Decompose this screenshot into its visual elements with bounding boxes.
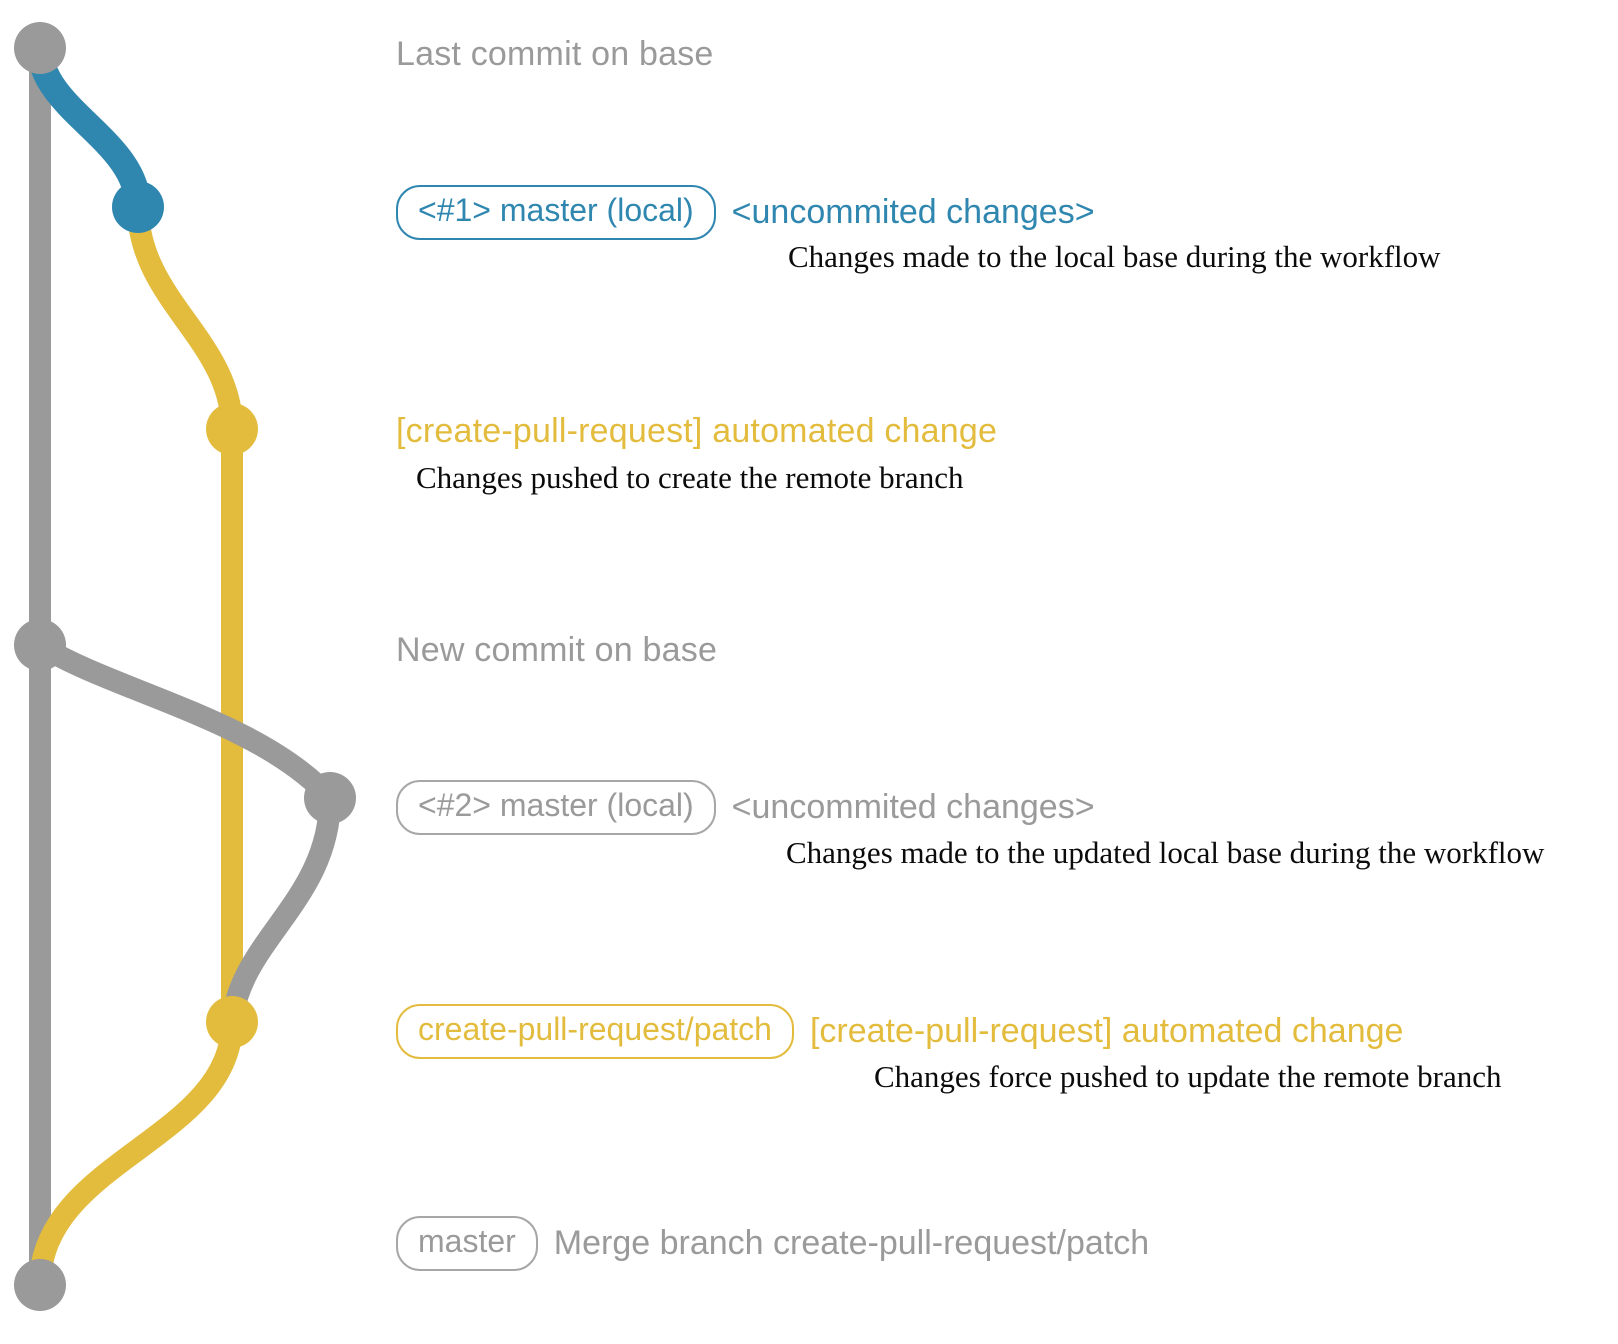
commit-subject-master-merge: Merge branch create-pull-request/patch	[553, 1223, 1150, 1262]
row-new-commit-on-base: New commit on base	[396, 631, 717, 670]
commit-subject-patch-branch: [create-pull-request] automated change	[809, 1011, 1404, 1050]
ref-badge-master-local-2[interactable]: <#2> master (local)	[396, 780, 716, 835]
commit-description-patch-branch: Changes force pushed to update the remot…	[874, 1059, 1502, 1094]
ref-badge-master-local-1[interactable]: <#1> master (local)	[396, 185, 716, 240]
row-patch-branch: create-pull-request/patch [create-pull-r…	[396, 1004, 1403, 1059]
commit-node-local-1[interactable]	[112, 181, 164, 233]
commit-node-patch-2[interactable]	[206, 996, 258, 1048]
yellow-branch-line-1	[127, 196, 243, 440]
row-master-merge: master Merge branch create-pull-request/…	[396, 1216, 1149, 1271]
commit-node-base-merge[interactable]	[14, 1259, 66, 1311]
ref-badge-create-pull-request-patch[interactable]: create-pull-request/patch	[396, 1004, 794, 1059]
git-graph	[14, 22, 356, 1311]
row-automated-change-1: [create-pull-request] automated change	[396, 412, 997, 451]
commit-subject-last-commit-on-base: Last commit on base	[396, 35, 714, 73]
commit-node-base-new[interactable]	[14, 619, 66, 671]
commit-subject-new-commit-on-base: New commit on base	[396, 631, 718, 669]
row-last-commit-on-base: Last commit on base	[396, 35, 714, 74]
gray-branch-line-3	[221, 787, 341, 1033]
commit-node-patch-1[interactable]	[206, 403, 258, 455]
row-master-local-1: <#1> master (local) <uncommited changes>	[396, 185, 1095, 240]
commit-description-master-local-2: Changes made to the updated local base d…	[786, 835, 1545, 870]
commit-description-master-local-1: Changes made to the local base during th…	[788, 239, 1441, 274]
row-master-local-2: <#2> master (local) <uncommited changes>	[396, 780, 1095, 835]
blue-branch-line	[27, 35, 151, 220]
ref-badge-master[interactable]: master	[396, 1216, 538, 1271]
commit-node-local-2[interactable]	[304, 772, 356, 824]
commit-node-base-top[interactable]	[14, 22, 66, 74]
gray-branch-line-2	[29, 634, 341, 809]
commit-description-automated-change-1: Changes pushed to create the remote bran…	[416, 460, 964, 495]
commit-subject-master-local-2: <uncommited changes>	[731, 787, 1095, 826]
commit-subject-master-local-1: <uncommited changes>	[731, 192, 1095, 231]
yellow-merge-line	[29, 1011, 243, 1296]
commit-subject-automated-change-1: [create-pull-request] automated change	[396, 412, 998, 450]
